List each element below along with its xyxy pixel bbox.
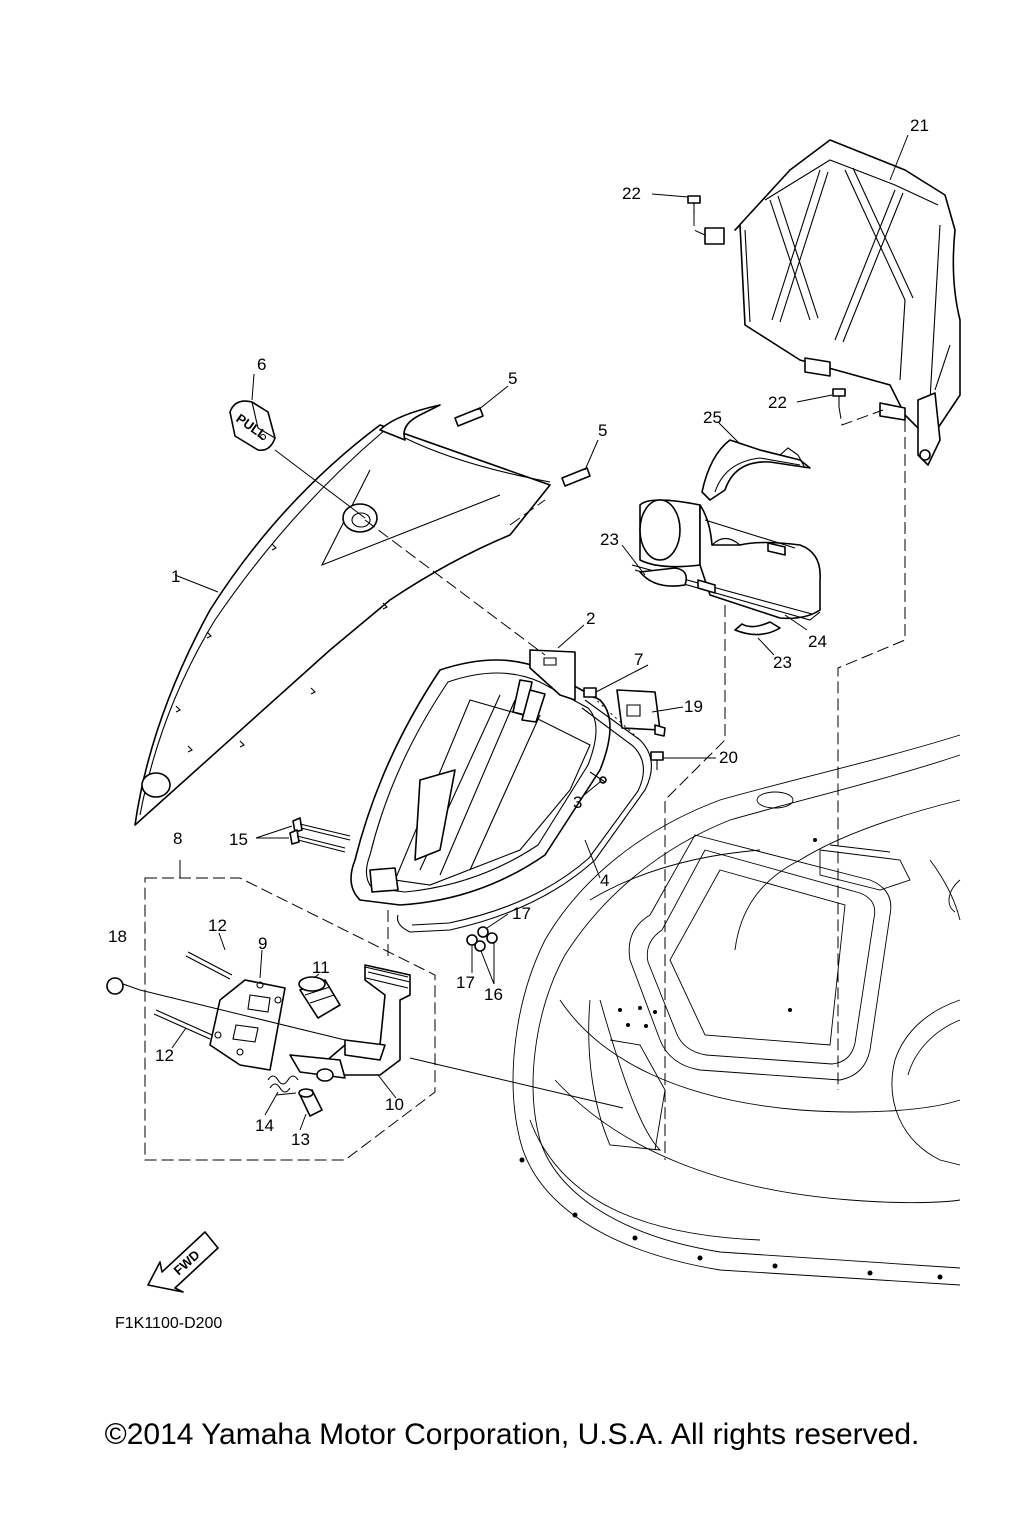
callout-7: 7 xyxy=(634,650,643,669)
callout-13: 13 xyxy=(291,1130,310,1149)
parts-diagram: PULL xyxy=(106,116,961,1332)
part-2-liner xyxy=(350,649,611,906)
callout-5a: 5 xyxy=(508,369,517,388)
callout-22a: 22 xyxy=(622,184,641,203)
callout-22b: 22 xyxy=(768,393,787,412)
callout-1: 1 xyxy=(171,567,180,586)
callouts: 1 2 3 4 5 5 6 7 8 9 10 11 12 12 13 14 15… xyxy=(108,116,929,1149)
callout-14: 14 xyxy=(255,1116,274,1135)
part-25-strap xyxy=(701,439,811,501)
callout-2: 2 xyxy=(586,609,595,628)
copyright-notice: ©2014 Yamaha Motor Corporation, U.S.A. A… xyxy=(104,1418,920,1451)
callout-23b: 23 xyxy=(773,653,792,672)
part-18-bolt xyxy=(106,977,141,995)
callout-10: 10 xyxy=(385,1095,404,1114)
leader-lines xyxy=(139,134,909,1131)
part-19-latch xyxy=(616,689,666,737)
callout-8: 8 xyxy=(173,829,182,848)
callout-15: 15 xyxy=(229,830,248,849)
part-6-pull-knob: PULL xyxy=(229,400,276,452)
callout-25: 25 xyxy=(703,408,722,427)
callout-3: 3 xyxy=(573,793,582,812)
guide-lines xyxy=(364,214,906,1160)
part-4-seal xyxy=(396,699,652,933)
callout-5b: 5 xyxy=(598,421,607,440)
part-1-hood xyxy=(134,404,551,826)
part-13-grip xyxy=(298,1088,323,1117)
fwd-arrow-icon: FWD xyxy=(147,1231,219,1293)
screw-icon xyxy=(687,195,846,407)
part-10-lever xyxy=(289,964,411,1082)
part-14-spring xyxy=(267,1075,299,1096)
part-23-strap xyxy=(639,567,781,636)
part-16-nut xyxy=(466,926,498,952)
part-12-pin xyxy=(153,951,233,1040)
part-8-assembly-box xyxy=(144,877,436,1161)
callout-20: 20 xyxy=(719,748,738,767)
callout-11: 11 xyxy=(312,958,330,977)
part-15-bolt xyxy=(289,817,351,853)
callout-17a: 17 xyxy=(512,904,531,923)
callout-18: 18 xyxy=(108,927,127,946)
callout-16: 16 xyxy=(484,985,503,1004)
callout-12b: 12 xyxy=(155,1046,174,1065)
callout-12a: 12 xyxy=(208,916,227,935)
callout-23a: 23 xyxy=(600,530,619,549)
screw-icon xyxy=(583,687,664,784)
hull-outline xyxy=(512,734,961,1286)
diagram-code: F1K1100-D200 xyxy=(115,1315,222,1332)
part-24-bag xyxy=(631,499,821,621)
part-5-strip xyxy=(454,407,591,487)
callout-6: 6 xyxy=(257,355,266,374)
part-21-cover xyxy=(704,139,961,466)
callout-9: 9 xyxy=(258,934,267,953)
callout-24: 24 xyxy=(808,632,827,651)
part-11-grip xyxy=(298,976,341,1019)
part-9-plate xyxy=(209,979,286,1071)
callout-17b: 17 xyxy=(456,973,475,992)
callout-4: 4 xyxy=(600,871,609,890)
callout-19: 19 xyxy=(684,697,703,716)
callout-21: 21 xyxy=(910,116,929,135)
